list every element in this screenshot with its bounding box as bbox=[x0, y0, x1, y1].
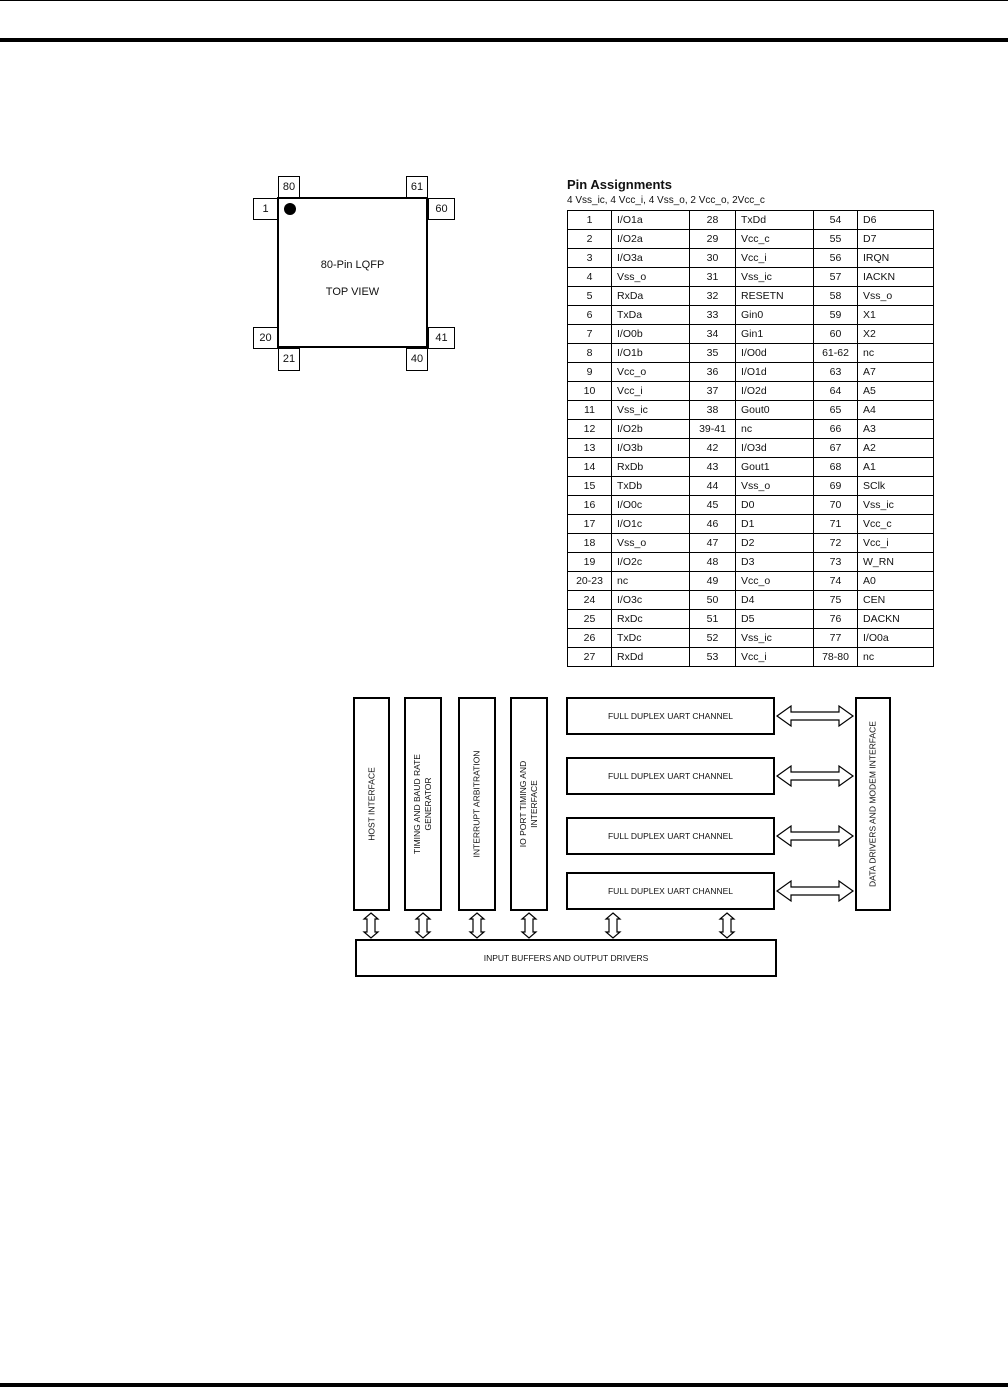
timing-baud-label: TIMING AND BAUD RATE GENERATOR bbox=[412, 754, 434, 854]
uart-channel-3: FULL DUPLEX UART CHANNEL bbox=[566, 817, 775, 855]
pin-signal-cell: I/O2c bbox=[611, 552, 690, 572]
pin-signal-cell: Vcc_i bbox=[857, 533, 934, 553]
pin-signal-cell: Vcc_c bbox=[857, 514, 934, 534]
timing-baud-label-line2: GENERATOR bbox=[423, 777, 433, 831]
pin-signal-cell: RxDa bbox=[611, 286, 690, 306]
pin-signal-cell: I/O2a bbox=[611, 229, 690, 249]
chip-view-label: TOP VIEW bbox=[325, 286, 380, 298]
pin-signal-cell: Vss_ic bbox=[857, 495, 934, 515]
pin-signal-cell: I/O1c bbox=[611, 514, 690, 534]
bus-arrow-3 bbox=[468, 912, 486, 939]
pin-number-cell: 20-23 bbox=[567, 571, 612, 591]
host-interface-label: HOST INTERFACE bbox=[366, 767, 376, 841]
bus-arrow-6 bbox=[718, 912, 736, 939]
pin-label-top-left: 80 bbox=[278, 176, 300, 198]
uart-channel-1: FULL DUPLEX UART CHANNEL bbox=[566, 697, 775, 735]
pin-number-cell: 61-62 bbox=[813, 343, 858, 363]
pin-label-bottom-right: 40 bbox=[406, 348, 428, 371]
pin-signal-cell: RxDd bbox=[611, 647, 690, 667]
bus-arrow-2 bbox=[414, 912, 432, 939]
footer-rule bbox=[0, 1383, 1008, 1387]
pin-signal-cell: I/O0c bbox=[611, 495, 690, 515]
host-interface-block: HOST INTERFACE bbox=[353, 697, 390, 911]
pin1-marker-dot bbox=[284, 203, 296, 215]
bus-arrow-1 bbox=[362, 912, 380, 939]
interrupt-arbitration-block: INTERRUPT ARBITRATION bbox=[458, 697, 496, 911]
pin-label-right-top: 60 bbox=[428, 198, 455, 220]
pin-signal-cell: DACKN bbox=[857, 609, 934, 629]
chip-body: 80-Pin LQFP TOP VIEW bbox=[277, 197, 428, 348]
uart-channel-2: FULL DUPLEX UART CHANNEL bbox=[566, 757, 775, 795]
pin-label-bottom-left: 21 bbox=[278, 348, 300, 371]
bus-arrow-5 bbox=[604, 912, 622, 939]
bus-arrow-4 bbox=[520, 912, 538, 939]
bidirectional-arrow-uart-2 bbox=[775, 764, 855, 788]
pin-signal-cell: I/O3d bbox=[735, 438, 814, 458]
pin-signal-cell: Vcc_i bbox=[611, 381, 690, 401]
bidirectional-arrow-uart-4 bbox=[775, 879, 855, 903]
pin-signal-cell: TxDc bbox=[611, 628, 690, 648]
io-port-label-line1: IO PORT TIMING AND bbox=[518, 760, 528, 848]
pin-signal-cell: Vcc_c bbox=[735, 229, 814, 249]
input-buffers-block: INPUT BUFFERS AND OUTPUT DRIVERS bbox=[355, 939, 777, 977]
pin-signal-cell: D7 bbox=[857, 229, 934, 249]
io-port-label-line2: INTERFACE bbox=[529, 780, 539, 828]
bidirectional-arrow-uart-3 bbox=[775, 824, 855, 848]
pin-signal-cell: nc bbox=[857, 647, 934, 667]
pin-signal-cell: I/O1d bbox=[735, 362, 814, 382]
timing-baud-block: TIMING AND BAUD RATE GENERATOR bbox=[404, 697, 442, 911]
data-drivers-block: DATA DRIVERS AND MODEM INTERFACE bbox=[855, 697, 891, 911]
io-port-label: IO PORT TIMING AND INTERFACE bbox=[518, 761, 540, 847]
pin-table-title: Pin Assignments bbox=[567, 177, 672, 192]
pin-signal-cell: I/O0b bbox=[611, 324, 690, 344]
header-rule bbox=[0, 38, 1008, 42]
chip-label: 80-Pin LQFP bbox=[320, 259, 385, 271]
io-port-block: IO PORT TIMING AND INTERFACE bbox=[510, 697, 548, 911]
pin-signal-cell: I/O1b bbox=[611, 343, 690, 363]
pin-signal-cell: Vcc_i bbox=[735, 647, 814, 667]
pin-label-right-bottom: 41 bbox=[428, 327, 455, 349]
data-drivers-label: DATA DRIVERS AND MODEM INTERFACE bbox=[867, 721, 878, 887]
uart-channel-4: FULL DUPLEX UART CHANNEL bbox=[566, 872, 775, 910]
pin-label-top-right: 61 bbox=[406, 176, 428, 198]
pin-signal-cell: A7 bbox=[857, 362, 934, 382]
interrupt-arbitration-label: INTERRUPT ARBITRATION bbox=[471, 750, 482, 858]
pin-table-subtitle: 4 Vss_ic, 4 Vcc_i, 4 Vss_o, 2 Vcc_o, 2Vc… bbox=[567, 195, 765, 206]
pin-signal-cell: Vss_ic bbox=[611, 400, 690, 420]
pin-signal-cell: D3 bbox=[735, 552, 814, 572]
pin-number-cell: 78-80 bbox=[813, 647, 858, 667]
pin-signal-cell: Vcc_i bbox=[735, 248, 814, 268]
pin-signal-cell: TxDd bbox=[735, 210, 814, 230]
timing-baud-label-line1: TIMING AND BAUD RATE bbox=[412, 754, 422, 854]
pin-signal-cell: W_RN bbox=[857, 552, 934, 572]
pin-label-left-bottom: 20 bbox=[253, 327, 278, 349]
bidirectional-arrow-uart-1 bbox=[775, 704, 855, 728]
top-thin-rule bbox=[0, 0, 1008, 1]
pin-signal-cell: I/O0d bbox=[735, 343, 814, 363]
pin-signal-cell: I/O3c bbox=[611, 590, 690, 610]
